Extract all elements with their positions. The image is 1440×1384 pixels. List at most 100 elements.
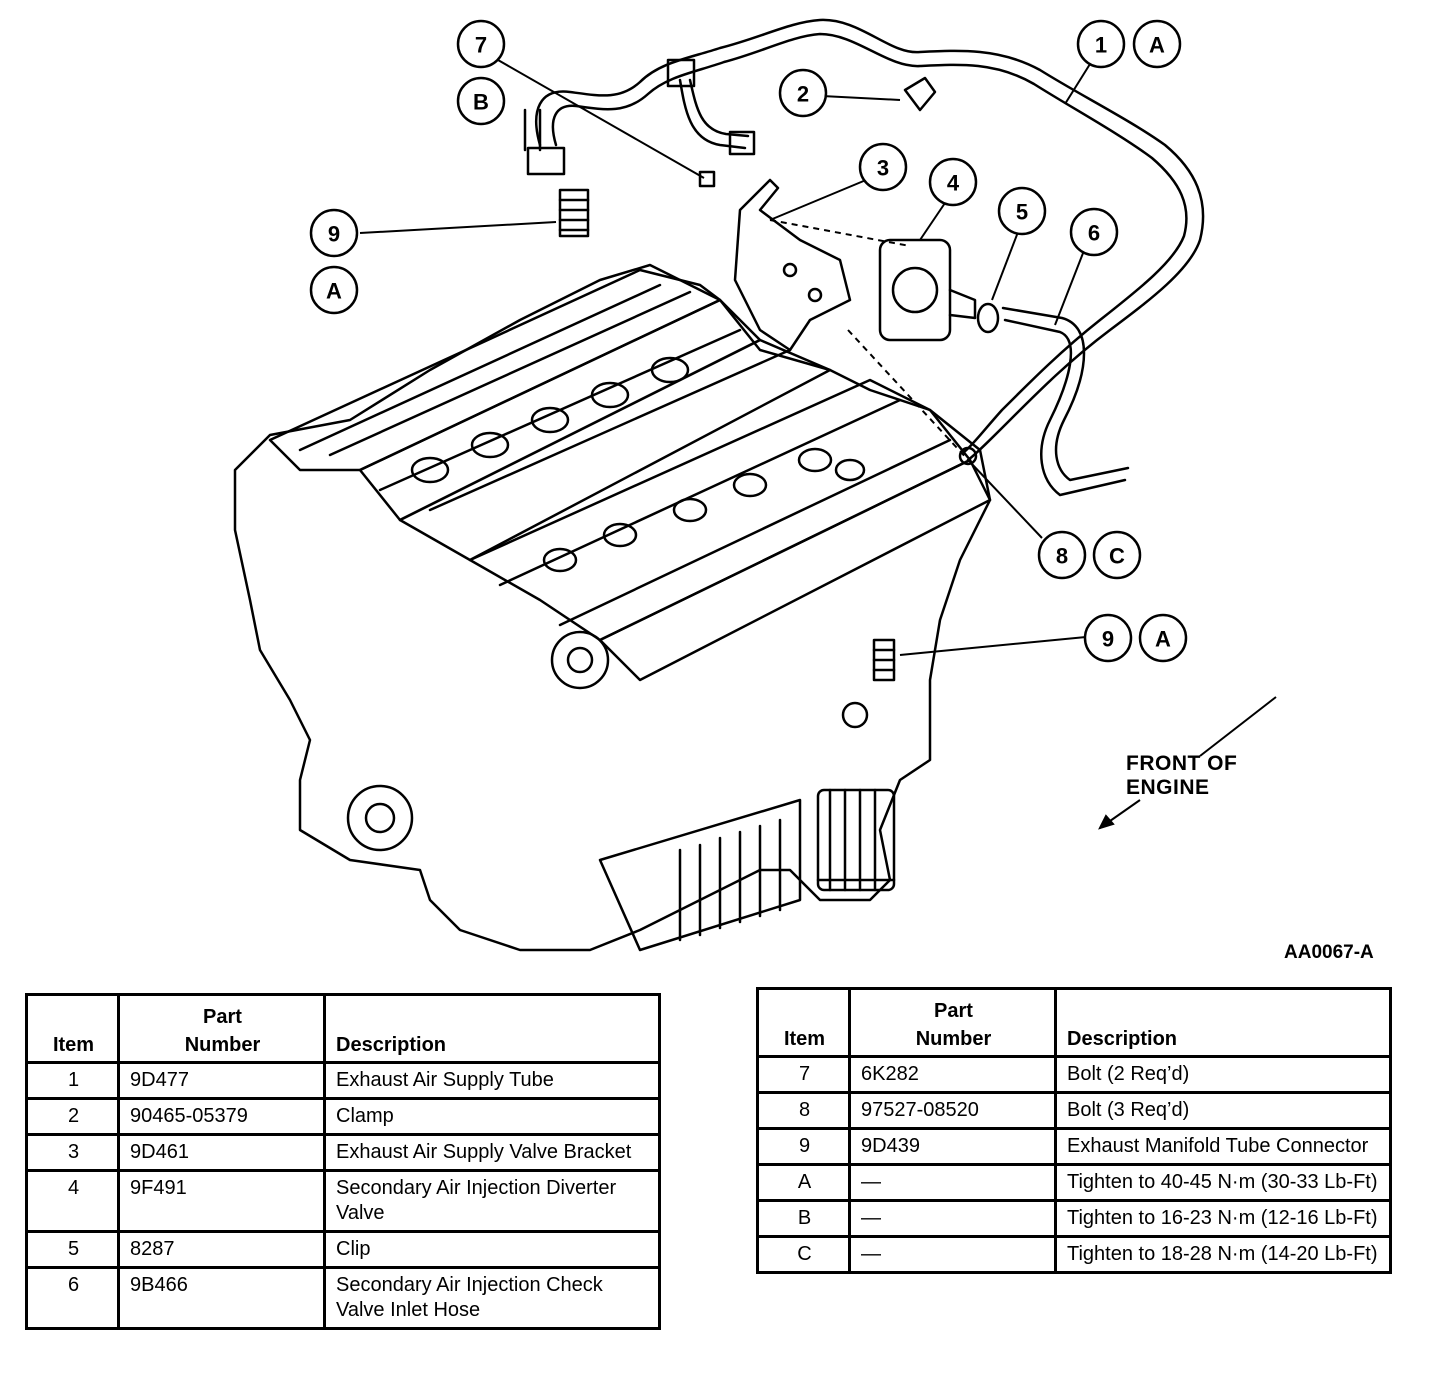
callout-label: 2 <box>797 82 809 107</box>
callout-6 <box>1069 207 1119 257</box>
callout-label: C <box>1109 544 1125 569</box>
callout-C <box>1092 530 1142 580</box>
row-part-number: 9F491 <box>117 1169 326 1233</box>
row-part-number: 97527-08520 <box>848 1091 1057 1130</box>
check-valve-inlet-hose <box>1003 318 1127 497</box>
bolt-7 <box>698 170 716 188</box>
callout-5 <box>997 186 1047 236</box>
callout-label: 8 <box>1056 544 1068 569</box>
row-item: C <box>756 1235 851 1274</box>
row-item: 9 <box>756 1127 851 1166</box>
tube-connector-top <box>558 188 590 238</box>
row-description: Tighten to 16-23 N·m (12-16 Lb-Ft) <box>1054 1199 1392 1238</box>
row-item: 8 <box>756 1091 851 1130</box>
row-description: Tighten to 40-45 N·m (30-33 Lb-Ft) <box>1054 1163 1392 1202</box>
callout-A-1 <box>1132 19 1182 69</box>
clip <box>976 302 1000 334</box>
row-part-number: 8287 <box>117 1230 326 1269</box>
row-item: 6 <box>25 1266 120 1330</box>
bolt-8 <box>958 446 978 466</box>
callout-A-3 <box>1138 613 1188 663</box>
callout-label: A <box>1155 627 1171 652</box>
oil-pan <box>598 798 802 952</box>
col-header-item: Item <box>756 987 851 1058</box>
clamp <box>903 76 937 112</box>
callout-label: 1 <box>1095 33 1107 58</box>
engine-block <box>233 263 992 952</box>
front-of-engine-label: FRONT OF ENGINE <box>1126 752 1237 800</box>
valve-bracket <box>733 178 852 352</box>
row-part-number: 9D461 <box>117 1133 326 1172</box>
row-description: Bolt (2 Req’d) <box>1054 1055 1392 1094</box>
callout-label: 9 <box>328 222 340 247</box>
row-description: Bolt (3 Req’d) <box>1054 1091 1392 1130</box>
callout-label: A <box>326 279 342 304</box>
row-part-number: 9D477 <box>117 1061 326 1100</box>
callout-label: B <box>473 90 489 115</box>
callout-9-bottom <box>1083 613 1133 663</box>
row-item: 5 <box>25 1230 120 1269</box>
front-label-line1: FRONT OF <box>1126 752 1238 775</box>
col-header-description: Description <box>323 993 661 1064</box>
diverter-valve <box>878 238 952 342</box>
callout-label: A <box>1149 33 1165 58</box>
callout-label: 5 <box>1016 200 1028 225</box>
row-part-number: — <box>848 1163 1057 1202</box>
col-header-item: Item <box>25 993 120 1064</box>
tube-tee <box>666 58 696 88</box>
front-label-line2: ENGINE <box>1126 776 1210 799</box>
callout-label: 4 <box>947 171 960 196</box>
part-header-line1: Part <box>934 1000 973 1022</box>
table-row: A—Tighten to 40-45 N·m (30-33 Lb-Ft) <box>756 1163 1392 1202</box>
row-part-number: — <box>848 1199 1057 1238</box>
row-description: Exhaust Air Supply Tube <box>323 1061 661 1100</box>
callout-4 <box>928 157 978 207</box>
callout-label: 7 <box>475 33 487 58</box>
cam-sprocket <box>550 630 610 690</box>
callout-label: 3 <box>877 156 889 181</box>
row-item: A <box>756 1163 851 1202</box>
part-header-line1: Part <box>203 1006 242 1028</box>
row-description: Secondary Air Injection Check Valve Inle… <box>323 1266 661 1330</box>
exhaust-air-supply-tube <box>535 18 1205 462</box>
row-part-number: 9B466 <box>117 1266 326 1330</box>
row-item: 7 <box>756 1055 851 1094</box>
callout-3 <box>858 142 908 192</box>
col-header-description: Description <box>1054 987 1392 1058</box>
row-item: 3 <box>25 1133 120 1172</box>
table-row: C—Tighten to 18-28 N·m (14-20 Lb-Ft) <box>756 1235 1392 1274</box>
row-part-number: 9D439 <box>848 1127 1057 1166</box>
part-header-line2: Number <box>184 1034 261 1056</box>
row-item: B <box>756 1199 851 1238</box>
callout-1 <box>1076 19 1126 69</box>
row-part-number: 90465-05379 <box>117 1097 326 1136</box>
figure-code: AA0067-A <box>1284 942 1374 963</box>
callout-label: 9 <box>1102 627 1114 652</box>
callout-label: 6 <box>1088 221 1100 246</box>
oil-filter <box>816 788 896 892</box>
part-header-line2: Number <box>915 1028 992 1050</box>
row-description: Clamp <box>323 1097 661 1136</box>
tube-nut-top <box>526 146 566 176</box>
table-row: B—Tighten to 16-23 N·m (12-16 Lb-Ft) <box>756 1199 1392 1238</box>
callout-A-2 <box>309 265 359 315</box>
crank-pulley <box>346 784 414 852</box>
col-header-part-number: Part Number <box>117 993 326 1064</box>
row-item: 2 <box>25 1097 120 1136</box>
callout-B <box>456 76 506 126</box>
row-description: Exhaust Manifold Tube Connector <box>1054 1127 1392 1166</box>
row-description: Exhaust Air Supply Valve Bracket <box>323 1133 661 1172</box>
callout-8 <box>1037 530 1087 580</box>
callout-7 <box>456 19 506 69</box>
